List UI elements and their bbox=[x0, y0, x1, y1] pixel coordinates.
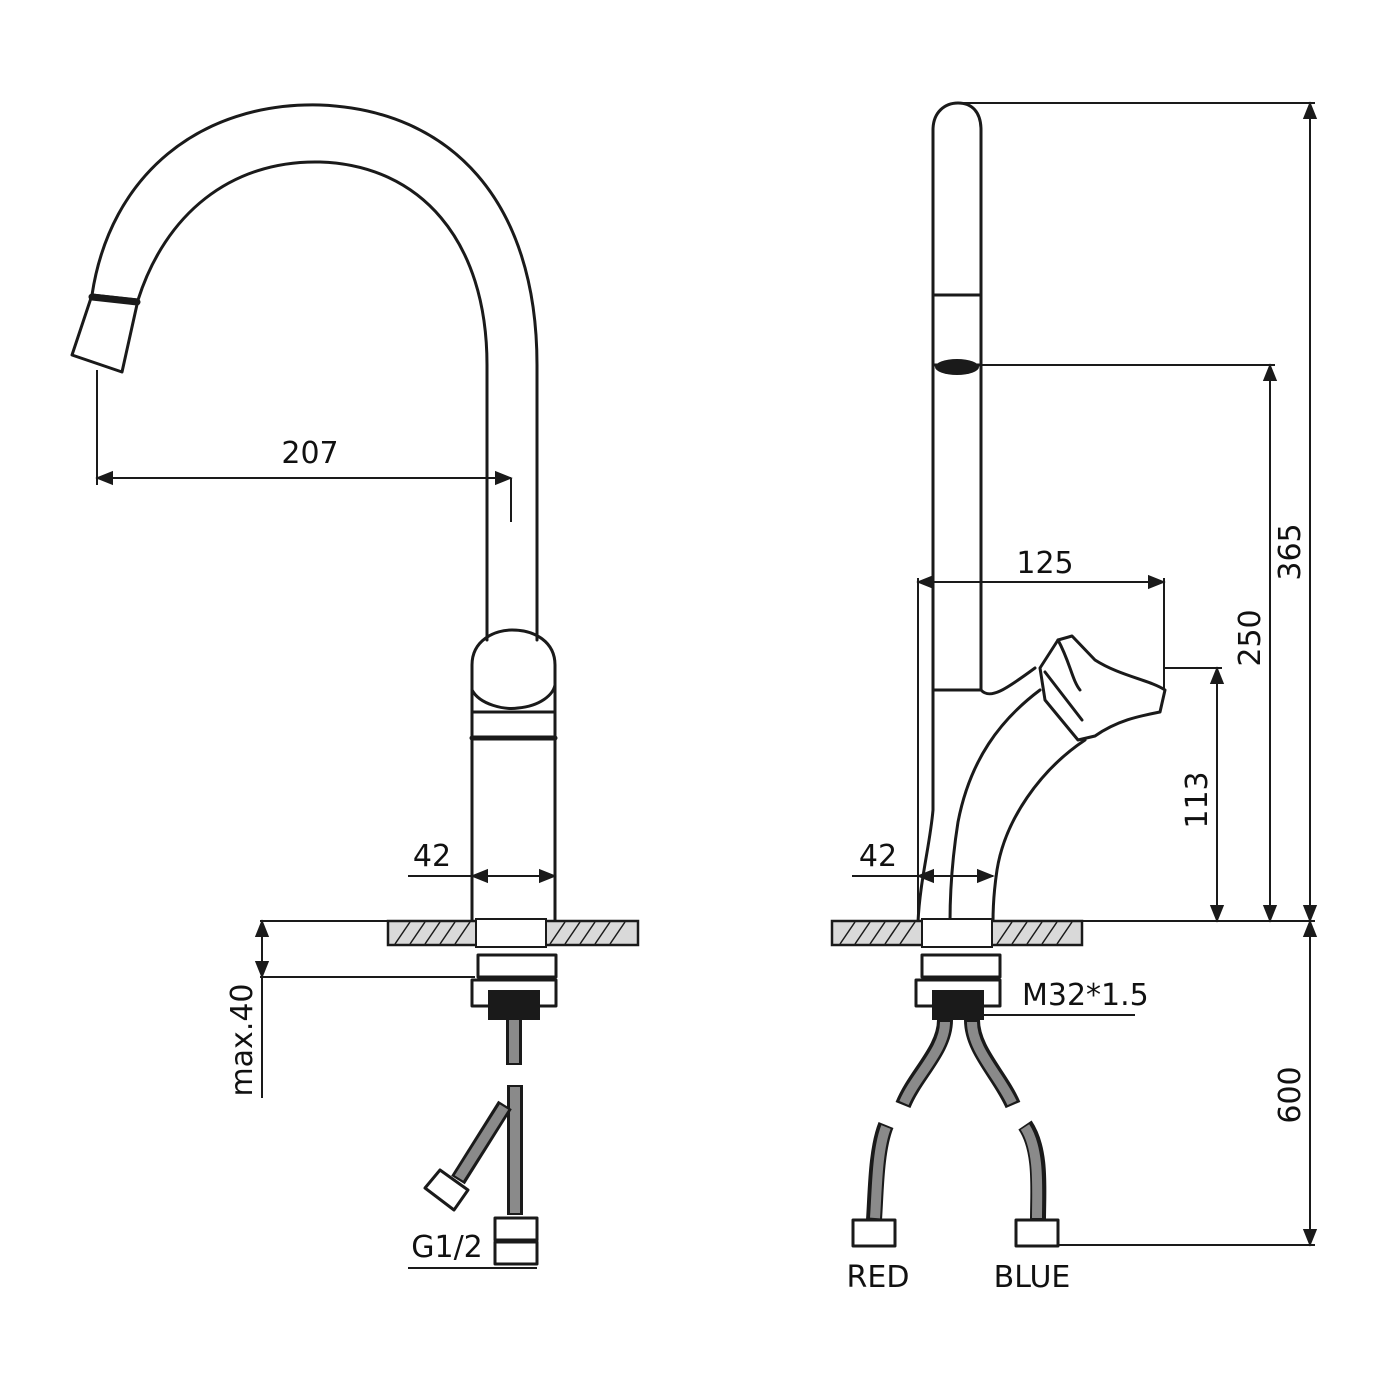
side-mounting-nut bbox=[920, 953, 1002, 979]
front-mounting-nut bbox=[476, 953, 558, 979]
side-spout bbox=[931, 101, 983, 692]
side-lever-handle bbox=[1038, 634, 1167, 742]
front-fitting-angled bbox=[423, 1168, 470, 1212]
side-hot-label: RED bbox=[847, 1260, 910, 1295]
front-aerator bbox=[70, 293, 140, 374]
front-spout bbox=[90, 103, 539, 642]
side-body-width-label: 42 bbox=[859, 839, 897, 874]
front-body-width-label: 42 bbox=[413, 839, 451, 874]
side-handle-reach-label: 125 bbox=[1016, 546, 1073, 581]
side-fitting-red bbox=[851, 1218, 897, 1248]
side-body bbox=[916, 666, 1042, 924]
front-max-thickness-label: max.40 bbox=[225, 983, 260, 1096]
front-view: 207 42 max.40 G1/2 bbox=[70, 103, 640, 1269]
side-fitting-blue bbox=[1014, 1218, 1060, 1248]
side-nut-thread-label: M32*1.5 bbox=[1022, 978, 1149, 1013]
side-cold-label: BLUE bbox=[994, 1260, 1071, 1295]
side-total-height-label: 365 bbox=[1273, 523, 1308, 580]
side-spout-height-label: 250 bbox=[1233, 609, 1268, 666]
front-spout-reach-label: 207 bbox=[281, 436, 338, 471]
side-view: 365 250 113 125 42 M32*1.5 600 RED BLUE bbox=[830, 101, 1318, 1295]
side-handle-height-label: 113 bbox=[1180, 771, 1215, 828]
front-body bbox=[470, 628, 557, 922]
front-thread-label: G1/2 bbox=[411, 1230, 483, 1265]
side-hose-length-label: 600 bbox=[1273, 1066, 1308, 1123]
front-fitting-straight bbox=[493, 1216, 539, 1242]
